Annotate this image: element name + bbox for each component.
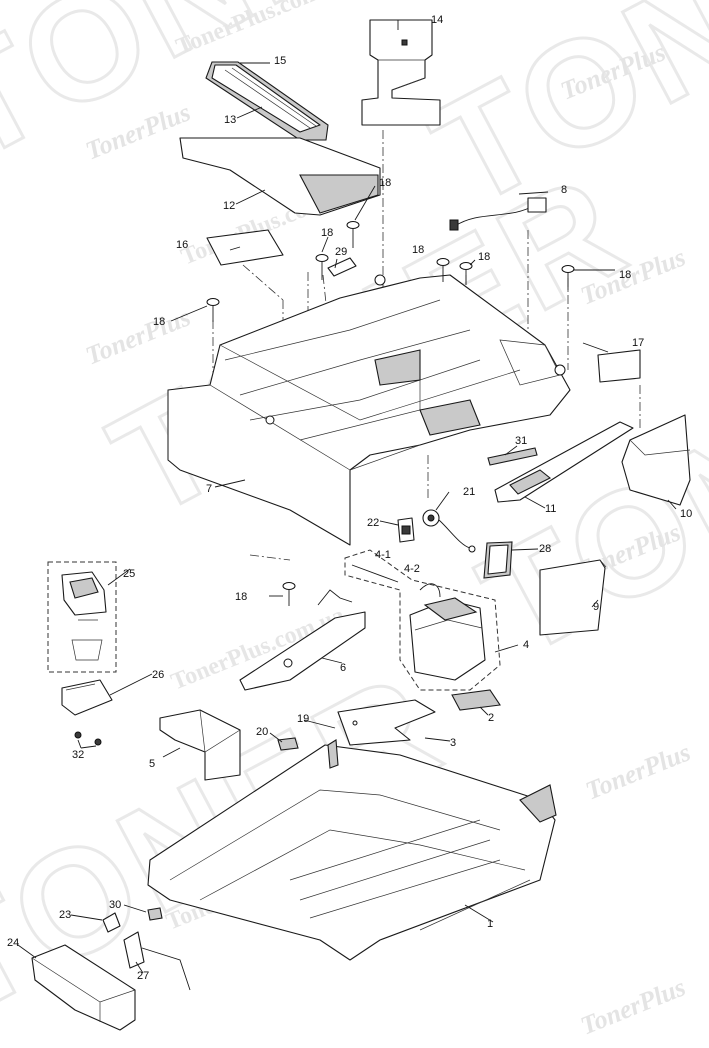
- callout-17: 17: [632, 337, 644, 349]
- callout-5: 5: [149, 758, 155, 770]
- callout-20: 20: [256, 726, 268, 738]
- callout-1: 1: [487, 918, 493, 930]
- screw-18: [436, 258, 450, 282]
- callout-13: 13: [224, 114, 236, 126]
- callout-2: 2: [488, 712, 494, 724]
- part-10-side-cover: [621, 414, 691, 506]
- callout-27: 27: [137, 970, 149, 982]
- part-20-pad: [277, 737, 299, 751]
- part-5-box: [159, 709, 241, 781]
- callout-16: 16: [176, 239, 188, 251]
- callout-10: 10: [680, 508, 692, 520]
- part-8-cable-harness: [449, 197, 547, 231]
- callout-11: 11: [545, 503, 556, 515]
- callout-19: 19: [297, 713, 309, 725]
- screw-18: [459, 262, 473, 285]
- part-12-cover-plate: [179, 137, 381, 216]
- part-27-sensor: [123, 931, 191, 991]
- callout-23: 23: [59, 909, 71, 921]
- callout-18: 18: [478, 251, 490, 263]
- callout-14: 14: [431, 14, 443, 26]
- part-32-screws: [74, 731, 102, 746]
- callout-18: 18: [321, 227, 333, 239]
- screws-18: [206, 221, 575, 606]
- screw-18: [346, 221, 360, 248]
- part-30-block: [147, 907, 163, 921]
- part-11-rail: [494, 421, 634, 503]
- part-29-bracket: [327, 257, 357, 277]
- callout-32: 32: [72, 749, 84, 761]
- callout-28: 28: [539, 543, 551, 555]
- callout-4: 4: [523, 639, 529, 651]
- callout-15: 15: [274, 55, 286, 67]
- part-14-top-plate: [361, 19, 441, 126]
- part-17-label: [597, 349, 641, 383]
- part-31-strip: [487, 447, 538, 466]
- callout-29: 29: [335, 246, 347, 258]
- part-23-clip: [102, 912, 121, 933]
- watermark-site: TonerPlus: [581, 737, 694, 805]
- callout-9: 9: [593, 601, 599, 613]
- callout-labels: 14 15 13 12 16 18 8 18 29 18 18 18 18 17…: [7, 14, 692, 982]
- screw-18: [282, 582, 296, 606]
- part-4-toner-box-group: [344, 549, 501, 691]
- callout-3: 3: [450, 737, 456, 749]
- part-2-pad: [451, 689, 501, 711]
- callout-18: 18: [379, 177, 391, 189]
- callout-21: 21: [463, 486, 475, 498]
- part-28-plate: [483, 541, 513, 579]
- callout-30: 30: [109, 899, 121, 911]
- part-21-gear: [422, 509, 476, 553]
- screw-18: [561, 265, 575, 290]
- part-25-assembly: [47, 561, 117, 673]
- callout-12: 12: [223, 200, 235, 212]
- callout-18: 18: [235, 591, 247, 603]
- part-9-side-cover: [539, 559, 607, 636]
- callout-25: 25: [123, 568, 135, 580]
- callout-26: 26: [152, 669, 164, 681]
- part-6-duct: [239, 589, 366, 691]
- callout-24: 24: [7, 937, 19, 949]
- callout-7: 7: [206, 483, 212, 495]
- part-7-main-frame: [167, 274, 571, 546]
- callout-4-2: 4-2: [404, 563, 420, 575]
- callout-22: 22: [367, 517, 379, 529]
- callout-31: 31: [515, 435, 527, 447]
- screw-18: [315, 254, 329, 280]
- part-22-bracket: [397, 517, 415, 543]
- screw-18: [206, 298, 220, 322]
- part-3-plate: [337, 699, 436, 746]
- part-15-13-guide-bar: [205, 61, 329, 141]
- callout-18: 18: [153, 316, 165, 328]
- part-24-tray: [31, 944, 136, 1031]
- callout-leaders: [17, 19, 677, 974]
- part-26-plate: [61, 679, 113, 716]
- callout-4-1: 4-1: [375, 549, 391, 561]
- part-16-sheet: [206, 229, 284, 266]
- callout-18: 18: [619, 269, 631, 281]
- callout-6: 6: [340, 662, 346, 674]
- part-1-base-tray: [147, 739, 557, 961]
- watermark-site: TonerPlus: [576, 972, 689, 1040]
- callout-8: 8: [561, 184, 567, 196]
- callout-18: 18: [412, 244, 424, 256]
